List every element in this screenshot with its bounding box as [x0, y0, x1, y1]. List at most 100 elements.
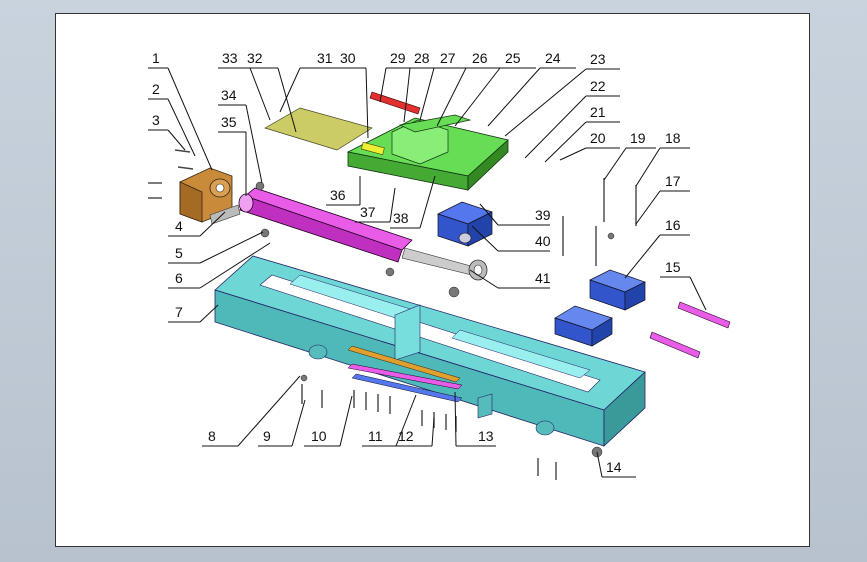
drawing-sheet: [55, 13, 810, 547]
callout-leader: [365, 67, 369, 139]
callout-leader: [279, 67, 301, 113]
callout-label: 19: [630, 130, 646, 146]
callout-9: 9: [258, 399, 306, 447]
callout-leader: [249, 67, 271, 121]
callout-leader: [167, 98, 196, 157]
callout-29: 29: [379, 50, 416, 103]
callout-label: 36: [330, 187, 346, 203]
callout-label: 6: [175, 270, 183, 286]
magenta-rods: [649, 301, 731, 359]
callout-label: 23: [590, 51, 606, 67]
nuts: [255, 181, 615, 458]
callout-15: 15: [660, 259, 707, 311]
callout-label: 41: [535, 270, 551, 286]
rear-support: [179, 167, 233, 223]
callout-21: 21: [544, 104, 620, 163]
callout-leader: [504, 68, 587, 137]
callout-leader: [395, 394, 417, 447]
callout-40: 40: [471, 225, 551, 252]
callout-label: 3: [152, 112, 160, 128]
callout-leader: [199, 242, 271, 289]
callout-leader: [199, 304, 219, 323]
callout-leader: [454, 67, 501, 127]
callout-label: 18: [665, 130, 681, 146]
callout-label: 16: [665, 217, 681, 233]
callout-label: 30: [340, 50, 356, 66]
callout-leader: [479, 203, 499, 226]
callout-25: 25: [454, 50, 536, 127]
callout-leader: [199, 211, 226, 237]
callout-label: 4: [175, 218, 183, 234]
callout-14: 14: [596, 451, 636, 478]
callout-leader: [635, 190, 661, 225]
callout-label: 22: [590, 78, 606, 94]
callout-leader: [436, 67, 467, 127]
fasteners: [148, 149, 637, 480]
callout-19: 19: [603, 130, 656, 181]
callout-8: 8: [202, 375, 301, 447]
callout-12: 12: [396, 417, 435, 447]
bearing-block: [437, 201, 493, 247]
callout-26: 26: [436, 50, 500, 127]
wear-strips: [347, 345, 463, 403]
callout-16: 16: [624, 217, 690, 279]
callout-label: 32: [247, 50, 263, 66]
callout-leader: [237, 375, 301, 447]
callout-label: 37: [360, 204, 376, 220]
callout-leader: [689, 276, 707, 311]
callout-35: 35: [218, 114, 247, 196]
callout-leader: [603, 147, 627, 181]
callout-label: 35: [221, 114, 237, 130]
callout-23: 23: [504, 51, 620, 137]
callout-5: 5: [168, 231, 264, 264]
callout-leader: [469, 269, 499, 289]
callout-label: 21: [590, 104, 606, 120]
callout-label: 7: [175, 304, 183, 320]
callout-label: 2: [152, 81, 160, 97]
callout-3: 3: [148, 112, 186, 151]
callout-label: 15: [665, 259, 681, 275]
callout-label: 17: [665, 173, 681, 189]
callout-leader: [403, 67, 411, 123]
callout-leader: [245, 104, 263, 184]
callout-label: 20: [590, 130, 606, 146]
cover-plate: [264, 107, 373, 151]
callout-31: 31: [279, 50, 336, 113]
carriage-plate: [346, 114, 509, 191]
callout-36: 36: [326, 176, 361, 206]
callout-label: 24: [545, 50, 561, 66]
bracket-lower: [554, 305, 613, 347]
callout-41: 41: [469, 269, 551, 289]
callout-2: 2: [148, 81, 196, 157]
callout-label: 33: [222, 50, 238, 66]
callout-leader: [379, 67, 387, 103]
callout-leader: [471, 225, 499, 252]
callout-18: 18: [635, 130, 690, 187]
callout-30: 30: [336, 50, 369, 139]
callout-label: 39: [535, 207, 551, 223]
callout-leader: [199, 231, 264, 264]
callout-label: 40: [535, 233, 551, 249]
callout-label: 8: [208, 428, 216, 444]
callout-leader: [419, 67, 435, 121]
callout-leader: [487, 67, 541, 127]
callout-leader: [544, 121, 587, 163]
callout-33: 33: [218, 50, 271, 121]
callout-label: 26: [472, 50, 488, 66]
callout-leader: [524, 95, 587, 159]
callout-leader: [167, 67, 213, 171]
callout-leader: [454, 391, 457, 447]
callout-leader: [635, 147, 661, 187]
callout-17: 17: [635, 173, 690, 225]
callout-label: 9: [263, 428, 271, 444]
callout-label: 12: [398, 428, 414, 444]
callout-13: 13: [454, 391, 496, 447]
callout-11: 11: [362, 394, 417, 447]
callout-label: 38: [393, 210, 409, 226]
callout-label: 31: [317, 50, 333, 66]
base-frame: [214, 255, 646, 447]
callout-label: 5: [175, 245, 183, 261]
